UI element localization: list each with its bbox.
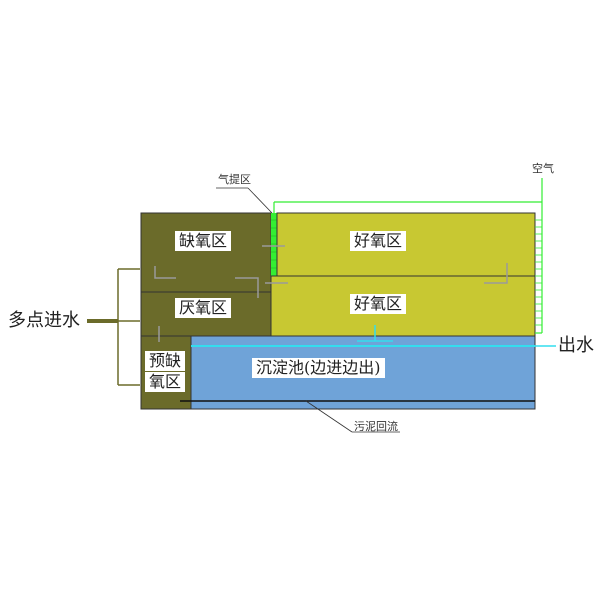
pre-anoxic-label-1: 预缺	[145, 351, 186, 371]
aerobic-zone-1	[276, 212, 536, 277]
sludge-return-label: 污泥回流	[354, 420, 398, 433]
anoxic-zone	[140, 212, 272, 293]
anoxic-zone-label: 缺氧区	[175, 231, 232, 251]
airlift-label: 气提区	[218, 173, 251, 186]
outlet-label: 出水	[558, 335, 594, 356]
anaerobic-zone-label: 厌氧区	[175, 298, 232, 318]
inlet-label: 多点进水	[8, 310, 80, 331]
pre-anoxic-label-2: 氧区	[145, 372, 186, 392]
air-label: 空气	[532, 162, 554, 175]
clarifier-label: 沉淀池(边进边出)	[252, 358, 385, 378]
air-piping	[273, 178, 543, 334]
flow-arrows	[154, 245, 508, 342]
aerobic-zone-2-label: 好氧区	[350, 294, 407, 314]
airlift-zone	[271, 213, 277, 276]
inlet-manifold	[87, 268, 140, 386]
aerobic-zone-1-label: 好氧区	[350, 231, 407, 251]
